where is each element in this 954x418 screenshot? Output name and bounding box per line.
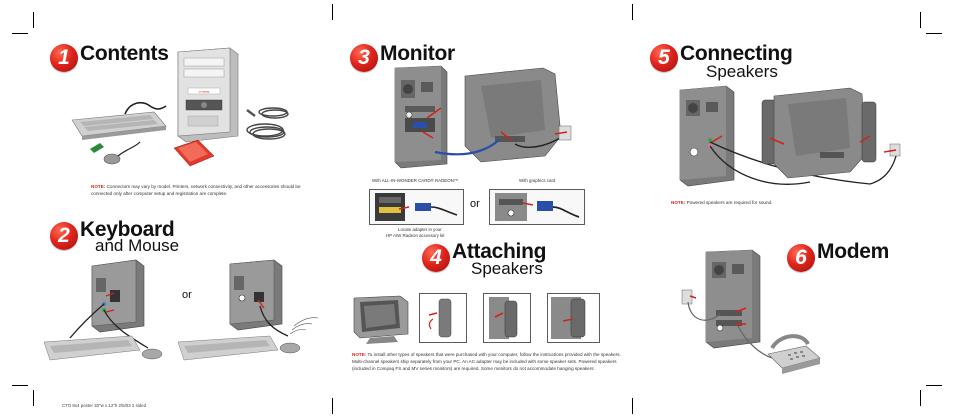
mouse xyxy=(103,141,141,165)
or-text: or xyxy=(182,289,192,301)
crop-mark xyxy=(926,33,942,34)
monitor-front-illustration xyxy=(353,295,409,344)
modem-illustration xyxy=(681,249,821,374)
crop-mark xyxy=(920,390,921,406)
contents-illustration: compaq xyxy=(71,47,289,167)
speaker-step-a xyxy=(419,293,467,343)
locate-adapter-line2: HP AIW Radeon accessory kit xyxy=(386,233,445,238)
telephone xyxy=(767,334,821,374)
step-number-badge: 2 xyxy=(50,222,78,250)
note-text: To install other types of speakers that … xyxy=(352,352,621,371)
crop-mark xyxy=(33,390,34,406)
crop-mark xyxy=(332,4,333,20)
speaker-step-b xyxy=(483,293,531,343)
power-cord xyxy=(246,107,289,140)
graphics-card-panel xyxy=(489,189,585,225)
note-text: Powered speakers are required for sound. xyxy=(686,200,773,205)
step-title-connecting: Connecting xyxy=(680,42,793,65)
note-label: NOTE: xyxy=(91,184,106,189)
keyboard-mouse-illustration-b xyxy=(177,259,319,361)
connecting-note: NOTE: Powered speakers are required for … xyxy=(671,199,891,206)
step-title-contents: Contents xyxy=(80,42,169,65)
monitor-illustration: □ xyxy=(394,65,572,169)
note-text: Connectors may vary by model. Printers, … xyxy=(91,184,301,196)
svg-text:compaq: compaq xyxy=(199,90,210,94)
step-number-badge: 6 xyxy=(787,244,815,272)
note-label: NOTE: xyxy=(671,200,686,205)
caption-ati-card: With ALL-IN-WONDER CARD® RADEON™ xyxy=(372,178,459,183)
keyboard-mouse-illustration-a xyxy=(43,259,163,361)
print-spec-footer: CTO 8x4 poster 30"w x 12"h 2/5/03 2 side… xyxy=(62,403,147,408)
speaker-step-c xyxy=(547,293,600,343)
crop-mark xyxy=(920,12,921,28)
step-number-badge: 4 xyxy=(422,244,450,272)
step-number-badge: 3 xyxy=(350,44,378,72)
step-title-attaching: Attaching xyxy=(452,240,547,263)
locate-adapter-line1: Locate adapter in your xyxy=(398,227,442,232)
crop-mark xyxy=(926,385,942,386)
connecting-speakers-illustration xyxy=(679,85,901,187)
caption-graphics-card: With graphics card xyxy=(519,178,556,183)
ati-adapter-panel xyxy=(369,189,464,225)
step-title-modem: Modem xyxy=(817,240,890,263)
crop-mark xyxy=(12,33,28,34)
step-subtitle-mouse: and Mouse xyxy=(95,236,180,255)
step-subtitle-speakers: Speakers xyxy=(471,259,543,278)
keyboard xyxy=(71,111,167,140)
tower-computer: compaq xyxy=(177,47,239,143)
documentation xyxy=(173,139,215,167)
svg-text:□: □ xyxy=(408,113,411,118)
crop-mark xyxy=(632,4,633,20)
attaching-note: NOTE: To install other types of speakers… xyxy=(352,351,622,372)
step-subtitle-speakers: Speakers xyxy=(706,62,778,81)
step-number-badge: 1 xyxy=(50,44,78,72)
note-label: NOTE: xyxy=(352,352,367,357)
crop-mark xyxy=(12,385,28,386)
or-text: or xyxy=(470,198,480,210)
step-number-badge: 5 xyxy=(650,44,678,72)
crop-mark xyxy=(33,12,34,28)
contents-note: NOTE: Connectors may vary by model. Prin… xyxy=(91,183,301,197)
step-title-monitor: Monitor xyxy=(380,42,455,65)
crop-mark xyxy=(332,398,333,414)
crop-mark xyxy=(632,398,633,414)
step-title-keyboard: Keyboard xyxy=(80,218,175,241)
